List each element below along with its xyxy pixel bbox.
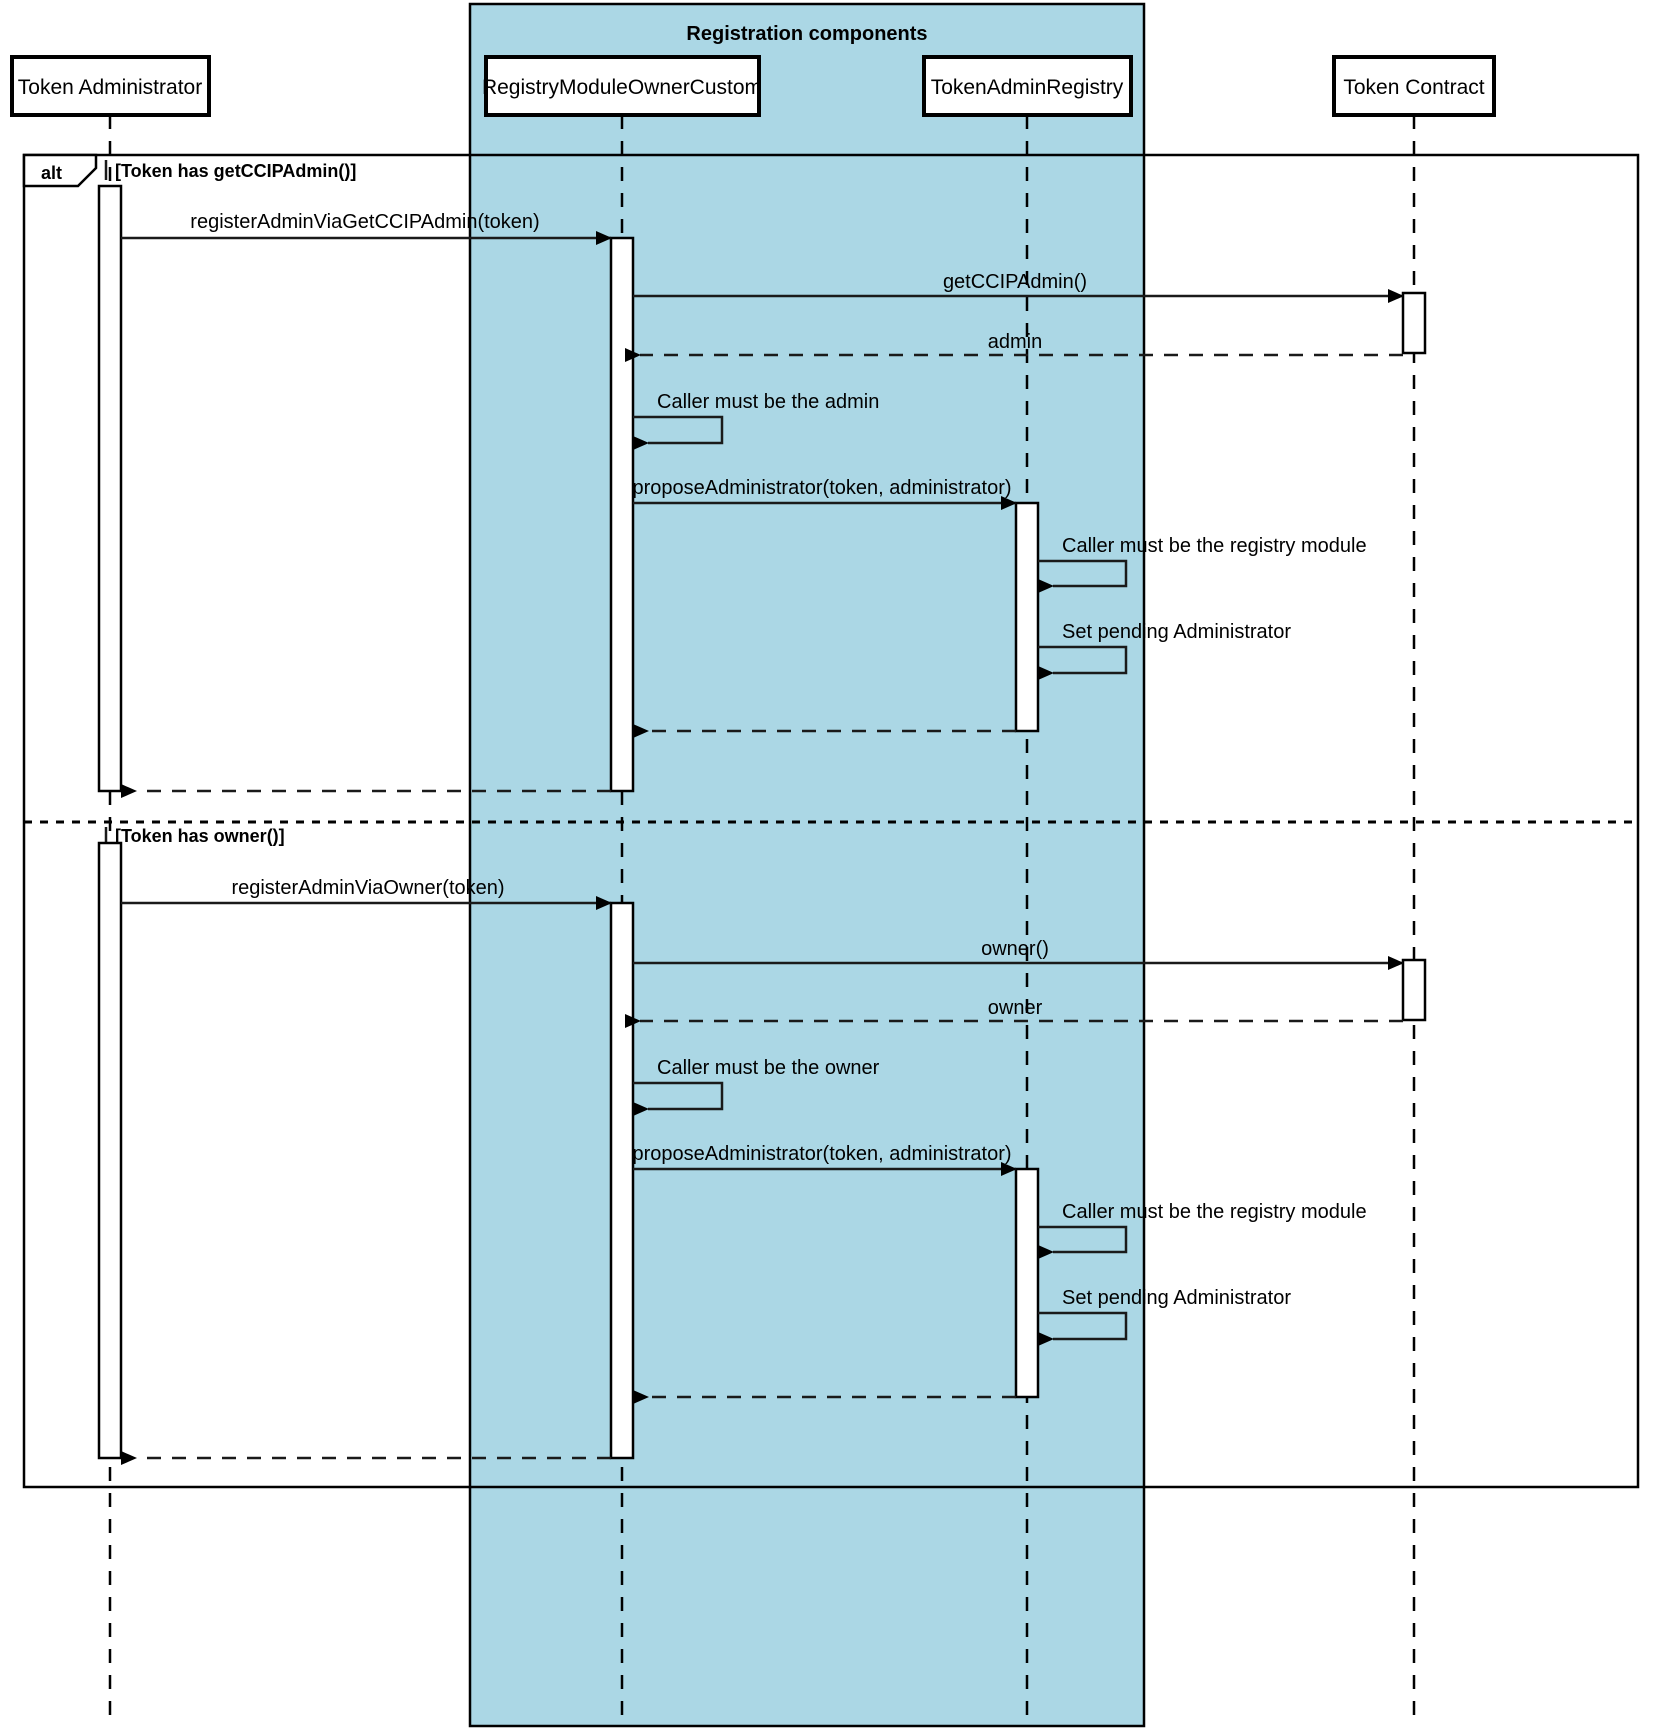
message-self-loop bbox=[1038, 645, 1128, 680]
message-label: admin bbox=[988, 331, 1042, 353]
message-m13[interactable]: Caller must be the owner bbox=[633, 1057, 880, 1116]
message-m1[interactable]: registerAdminViaGetCCIPAdmin(token) bbox=[121, 211, 612, 245]
lifeline-heads: Token Administrator RegistryModuleOwnerC… bbox=[10, 55, 1496, 117]
message-label: Caller must be the owner bbox=[657, 1057, 880, 1079]
activation-bar bbox=[1014, 1167, 1040, 1399]
message-label: Set pending Administrator bbox=[1062, 621, 1291, 643]
message-m4[interactable]: Caller must be the admin bbox=[633, 391, 879, 450]
activation-bar bbox=[1401, 958, 1427, 1022]
message-label: Caller must be the registry module bbox=[1062, 535, 1367, 557]
alt-fragment-guard-2: [Token has owner()] bbox=[115, 826, 285, 846]
message-self-loop bbox=[1038, 559, 1128, 593]
message-label: proposeAdministrator(token, administrato… bbox=[632, 477, 1011, 499]
group-box-registration-components: Registration components bbox=[468, 2, 1146, 1728]
message-m7[interactable]: Set pending Administrator bbox=[1038, 621, 1291, 680]
message-m15[interactable]: Caller must be the registry module bbox=[1038, 1201, 1367, 1259]
activation-bar bbox=[609, 901, 635, 1460]
group-box-title: Registration components bbox=[686, 23, 927, 45]
activation-bar bbox=[1014, 501, 1040, 733]
message-m2[interactable]: getCCIPAdmin() bbox=[633, 271, 1404, 303]
alt-fragment-guard-1: [Token has getCCIPAdmin()] bbox=[115, 161, 356, 181]
message-self-loop bbox=[633, 415, 724, 450]
message-self-loop bbox=[1038, 1225, 1128, 1259]
lifeline-label-token-contract: Token Contract bbox=[1343, 76, 1484, 99]
message-label: proposeAdministrator(token, administrato… bbox=[632, 1143, 1011, 1165]
activation-bar bbox=[97, 184, 123, 793]
alt-fragment-operator-label: alt bbox=[41, 163, 62, 183]
lifeline-head-token-contract[interactable]: Token Contract bbox=[1332, 55, 1496, 117]
lifeline-head-registrymoduleownercustom[interactable]: RegistryModuleOwnerCustom bbox=[482, 55, 762, 117]
message-label: Caller must be the admin bbox=[657, 391, 879, 413]
lifeline-label-registrymoduleownercustom: RegistryModuleOwnerCustom bbox=[482, 76, 762, 99]
message-label: Caller must be the registry module bbox=[1062, 1201, 1367, 1223]
message-m16[interactable]: Set pending Administrator bbox=[1038, 1287, 1291, 1346]
message-m10[interactable]: registerAdminViaOwner(token) bbox=[121, 877, 612, 910]
message-self-loop bbox=[1038, 1311, 1128, 1346]
activation-bar bbox=[97, 841, 123, 1460]
message-label: registerAdminViaOwner(token) bbox=[231, 877, 504, 899]
message-label: owner bbox=[988, 997, 1043, 1019]
message-m12[interactable]: owner bbox=[625, 997, 1403, 1028]
message-label: registerAdminViaGetCCIPAdmin(token) bbox=[190, 211, 539, 233]
lifeline-head-token-administrator[interactable]: Token Administrator bbox=[10, 55, 211, 117]
message-label: owner() bbox=[981, 938, 1049, 960]
message-m11[interactable]: owner() bbox=[633, 938, 1404, 970]
message-m6[interactable]: Caller must be the registry module bbox=[1038, 535, 1367, 593]
message-label: getCCIPAdmin() bbox=[943, 271, 1087, 293]
activation-bars bbox=[97, 184, 1427, 1460]
message-self-loop bbox=[633, 1081, 724, 1116]
message-m3[interactable]: admin bbox=[625, 331, 1403, 362]
activation-bar bbox=[609, 236, 635, 793]
message-label: Set pending Administrator bbox=[1062, 1287, 1291, 1309]
lifeline-label-token-administrator: Token Administrator bbox=[18, 76, 202, 99]
lifeline-head-tokenadminregistry[interactable]: TokenAdminRegistry bbox=[922, 55, 1133, 117]
activation-bar bbox=[1401, 291, 1427, 355]
message-m14[interactable]: proposeAdministrator(token, administrato… bbox=[632, 1143, 1017, 1176]
message-m5[interactable]: proposeAdministrator(token, administrato… bbox=[632, 477, 1017, 510]
alt-fragment-operator-tag bbox=[22, 153, 98, 188]
lifeline-label-tokenadminregistry: TokenAdminRegistry bbox=[931, 76, 1124, 99]
